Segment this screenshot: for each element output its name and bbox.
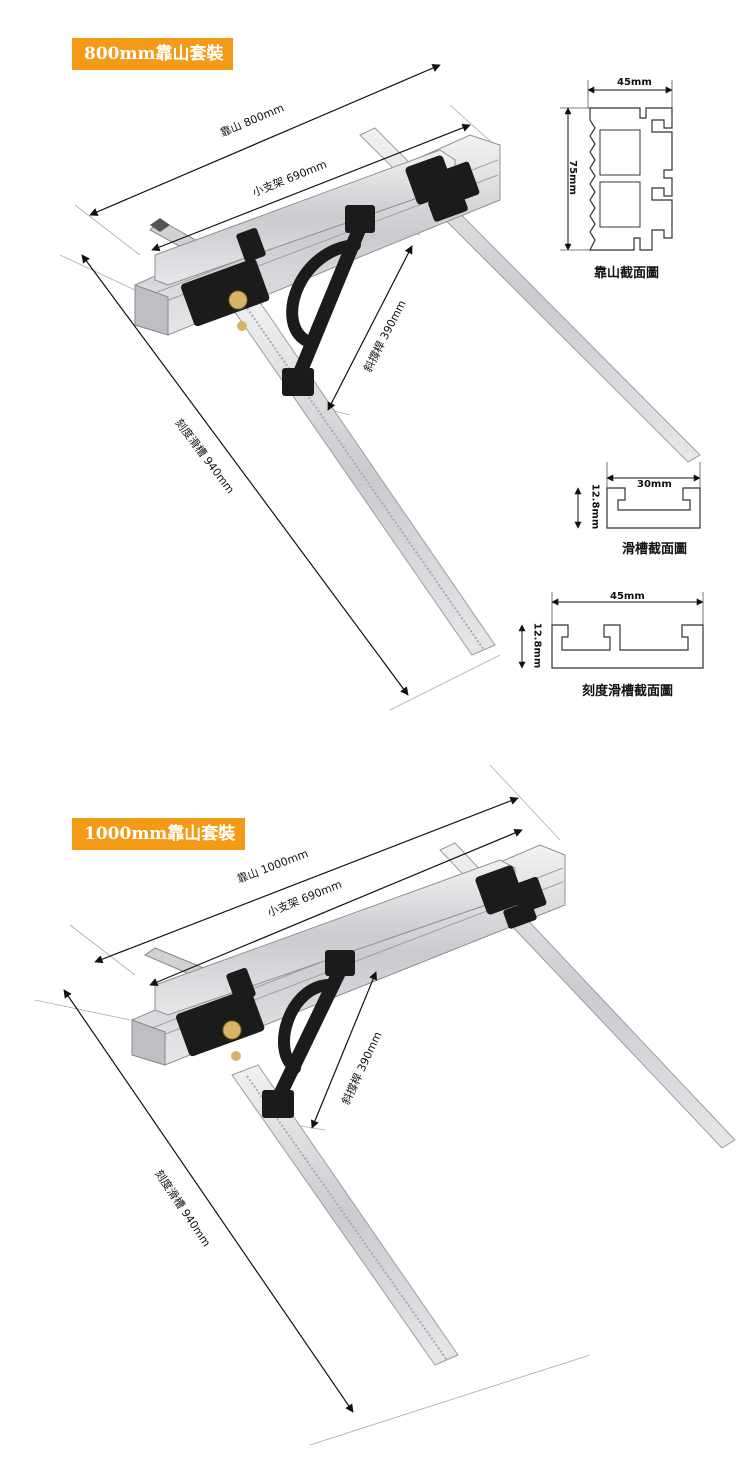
fence-section-title: 靠山截面圖 (594, 266, 660, 281)
scale-slot-width-label: 45mm (610, 591, 645, 602)
slot-height-label: 12.8mm (589, 483, 601, 530)
fence-width-label: 45mm (617, 77, 652, 88)
scale-slot-height-label: 12.8mm (531, 622, 543, 669)
slot-width-label: 30mm (637, 479, 672, 490)
scale-slot-cross-section (518, 592, 704, 669)
slot-cross-section (574, 462, 701, 529)
set1-drawing (59, 64, 701, 711)
set2-drawing (34, 764, 736, 1446)
fence-height-label: 75mm (566, 160, 578, 195)
scale-slot-section-title: 刻度滑槽截面圖 (582, 684, 674, 699)
slot-section-title: 滑槽截面圖 (622, 542, 688, 557)
fence-cross-section (560, 80, 673, 251)
